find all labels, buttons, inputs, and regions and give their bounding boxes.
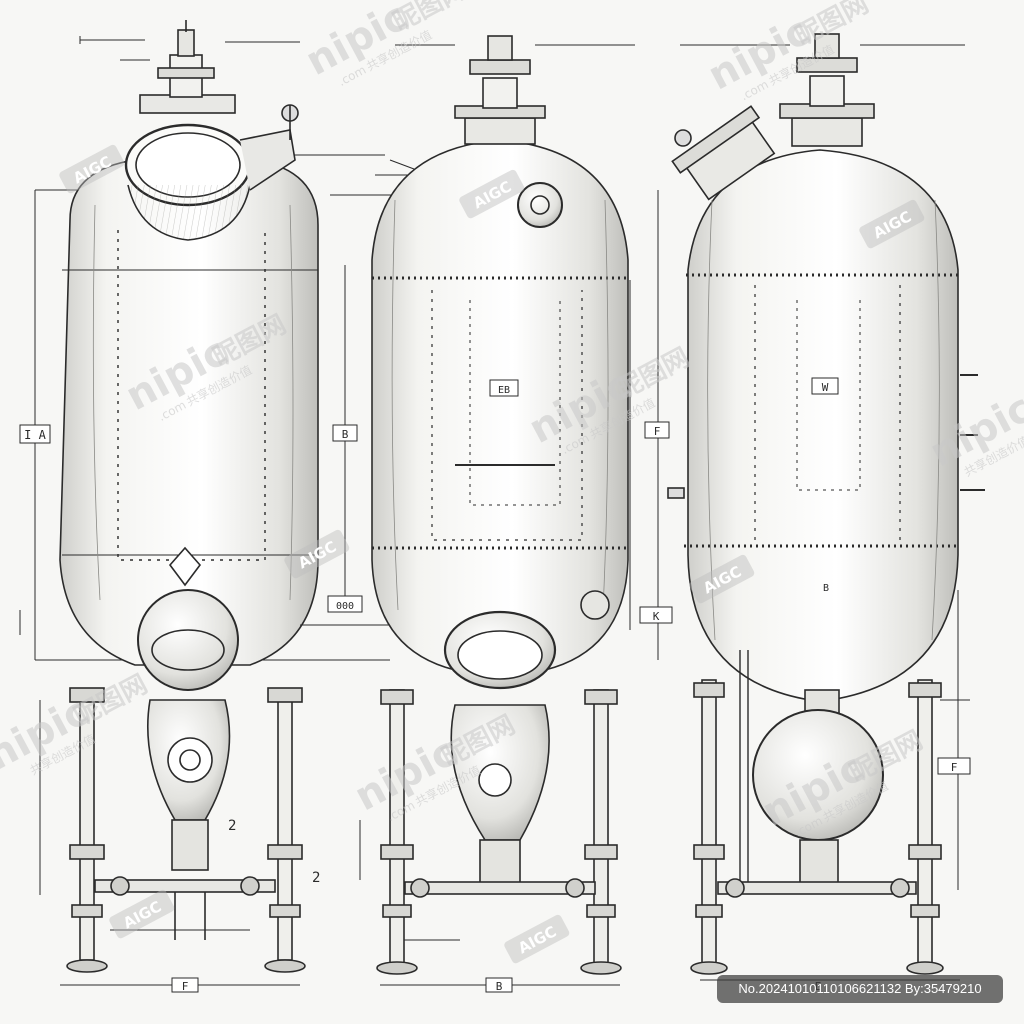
tank-1-bottom-port (137, 589, 239, 691)
tank-1-extra-label: 2 (312, 870, 320, 886)
tank-1-legs (66, 687, 306, 973)
tank-3: F W K F B E (639, 33, 985, 993)
tank-3-extra-label: B (823, 583, 829, 594)
tank-3-top-manway (671, 105, 776, 201)
tank-1-extra-label: 2 (228, 818, 236, 834)
tank-3-shell (687, 149, 959, 701)
tank-3-center-label: W (822, 381, 829, 394)
tank-1-footer-label: F (182, 980, 189, 993)
tank-3-extra-label: K (653, 610, 660, 623)
tank-1: I A B F 2 2 (19, 20, 410, 993)
tank-2-shell (371, 139, 629, 671)
tank-2-extra-label: 000 (336, 601, 354, 612)
tank-3-height-label: F (654, 425, 661, 438)
tank-2-side-port (517, 182, 563, 228)
tank-1-center-label: B (342, 428, 349, 441)
tank-3-legs (690, 679, 944, 975)
tank-2-footer-label: B (496, 980, 503, 993)
tank-2-center-label: EB (498, 385, 510, 396)
watermark-brand-cn: 昵图网 (70, 669, 153, 732)
tank-1-shell (59, 159, 319, 666)
tank-1-height-label: I A (24, 428, 46, 442)
tank-2-legs (376, 689, 622, 975)
image-id-stamp: No.20241010110106621132 By:35479210 (717, 975, 1003, 1003)
tank-2: EB 000 B (300, 35, 635, 993)
tank-3-extra-label: F (951, 761, 958, 774)
